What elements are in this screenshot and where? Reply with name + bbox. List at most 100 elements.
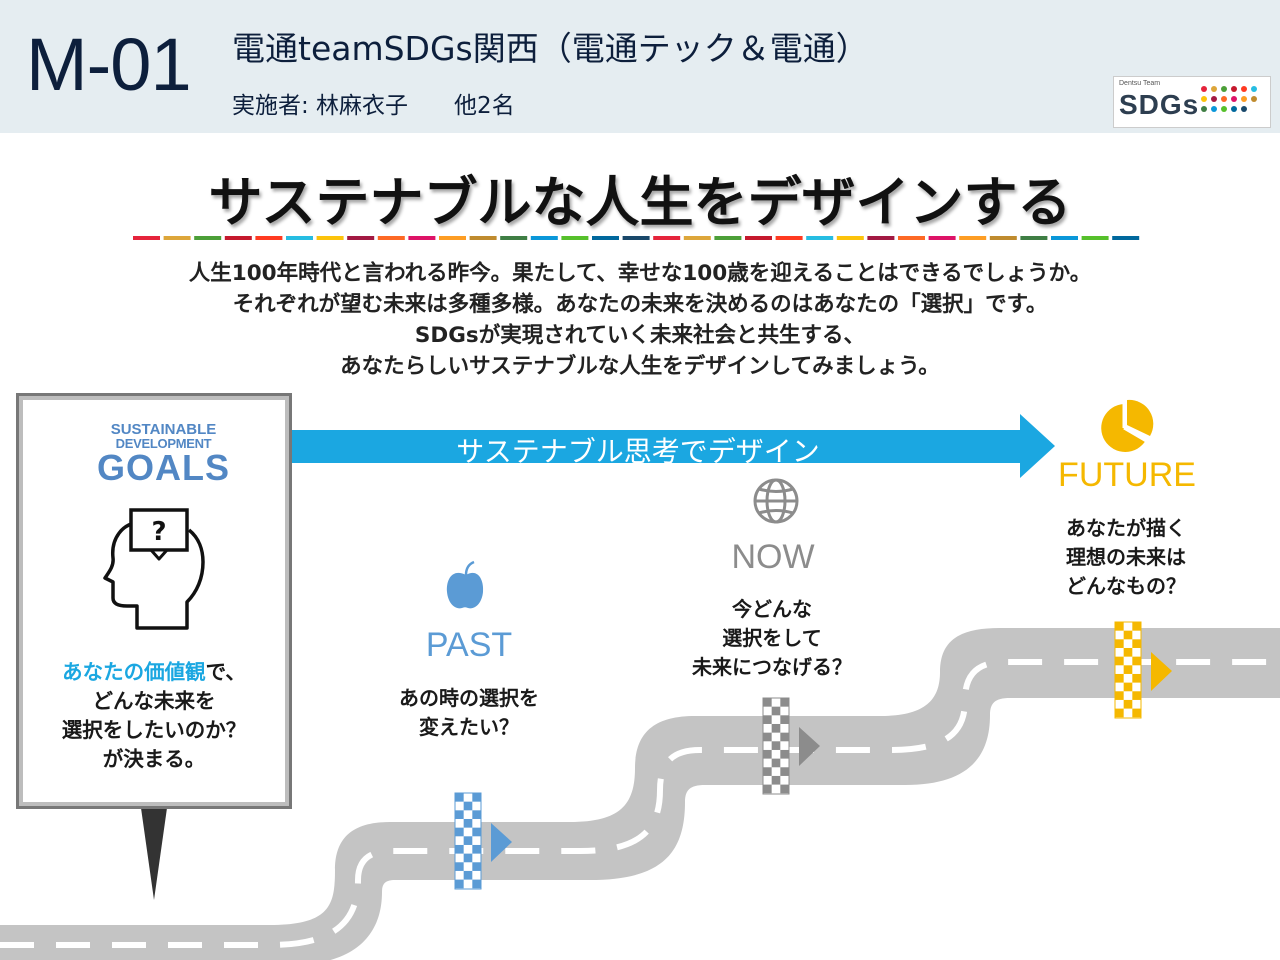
- divider-segment: [836, 236, 864, 240]
- signboard-text-1: で、: [205, 660, 246, 684]
- flag-checker-square: [1123, 630, 1133, 640]
- flag-checker-square: [771, 775, 781, 785]
- past-label: PAST: [425, 626, 513, 664]
- flag-checker-square: [1115, 639, 1124, 648]
- flag-checker-square: [1123, 647, 1133, 657]
- flag-checker-square: [455, 862, 464, 871]
- past-question-line-2: 変えたい？: [419, 715, 519, 739]
- divider-segment: [561, 236, 589, 240]
- divider-segment: [989, 236, 1017, 240]
- divider-segment: [286, 236, 313, 240]
- divider-segment: [163, 236, 191, 240]
- flag-checker-square: [780, 732, 789, 742]
- flag-checker-square: [1115, 708, 1124, 718]
- page-title: サステナブルな人生をデザインする: [208, 171, 1072, 234]
- flag-checker-square: [780, 698, 789, 707]
- apple-icon: [446, 560, 484, 609]
- past-question: あの時の選択を 変えたい？: [369, 684, 569, 742]
- flag-checker-square: [780, 784, 789, 794]
- signboard-text-4: が決まる。: [102, 747, 206, 771]
- flag-checker-square: [472, 879, 481, 889]
- past-question-line-1: あの時の選択を: [399, 686, 539, 710]
- design-arrow: [240, 414, 1055, 478]
- flag-checker-square: [1132, 622, 1141, 631]
- divider-segment: [255, 236, 283, 240]
- flag-checker-square: [1132, 708, 1141, 718]
- sdgs-dots-icon: [1201, 86, 1257, 112]
- divider-segment: [500, 236, 528, 240]
- flag-checker-square: [455, 844, 464, 854]
- signpost-pole: [141, 808, 167, 900]
- divider-segment: [316, 236, 344, 240]
- globe-icon: [753, 478, 799, 524]
- divider-segment: [775, 236, 803, 240]
- future-label: FUTURE: [1058, 456, 1196, 494]
- description-line-3: SDGsが実現されていく未来社会と共生する、: [414, 323, 866, 348]
- flag-checker-square: [463, 818, 473, 828]
- future-question-line-3: どんなもの？: [1066, 574, 1186, 598]
- goals-logo-line-1: SUSTAINABLE: [110, 421, 217, 438]
- description-line-4: あなたらしいサステナブルな人生をデザインしてみましょう。: [340, 354, 940, 379]
- flag-checker-square: [463, 870, 473, 880]
- flag-checker-square: [1132, 673, 1141, 683]
- road: [0, 628, 1280, 960]
- flag-checker-square: [1115, 691, 1124, 700]
- flag-checker-square: [472, 793, 481, 802]
- divider-segment: [133, 236, 160, 240]
- divider-segment: [408, 236, 436, 240]
- signboard-highlight: あなたの価値観: [62, 660, 206, 684]
- divider-segment: [1112, 236, 1140, 240]
- flag-checker-square: [1132, 656, 1141, 666]
- flag-checker-square: [1123, 665, 1133, 674]
- now-flag: [762, 697, 820, 795]
- logo-small-text: Dentsu Team: [1119, 80, 1161, 87]
- future-question: あなたが描く 理想の未来は どんなもの？: [1026, 514, 1226, 601]
- description-line-2: それぞれが望む未来は多種多様。あなたの未来を決めるのはあなたの「選択」です。: [232, 292, 1048, 317]
- session-code: M-01: [26, 23, 192, 106]
- header-bar: M-01 電通teamSDGs関西（電通テック＆電通） 実施者: 林麻衣子 他2…: [0, 0, 1280, 133]
- flag-checker-square: [1115, 673, 1124, 683]
- flag-checker-square: [1115, 622, 1124, 631]
- divider-segment: [683, 236, 711, 240]
- flag-checker-square: [1132, 691, 1141, 700]
- signboard-text: あなたの価値観で、 どんな未来を 選択をしたいのか？ が決まる。: [19, 658, 289, 774]
- future-question-line-2: 理想の未来は: [1066, 545, 1186, 569]
- now-question-line-1: 今どんな: [732, 597, 812, 621]
- flag-checker-square: [771, 741, 781, 750]
- arrow-label: サステナブル思考でデザイン: [456, 435, 820, 468]
- flag-checker-square: [763, 784, 772, 794]
- now-question: 今どんな 選択をして 未来につなげる？: [672, 595, 872, 682]
- divider-segment: [928, 236, 956, 240]
- divider-segment: [1081, 236, 1109, 240]
- team-name: 電通teamSDGs関西（電通テック＆電通）: [232, 29, 869, 68]
- goals-logo-line-3: GOALS: [97, 447, 231, 488]
- signboard-text-3: 選択をしたいのか？: [61, 718, 247, 742]
- divider-segment: [959, 236, 987, 240]
- sdg-goals-logo: SUSTAINABLE DEVELOPMENT GOALS: [97, 421, 231, 488]
- flag-checker-square: [455, 827, 464, 837]
- head-question-icon: ?: [103, 508, 205, 630]
- future-question-line-1: あなたが描く: [1066, 516, 1186, 540]
- flag-checker-square: [472, 827, 481, 837]
- flag-checker-square: [1123, 682, 1133, 692]
- divider-segment: [898, 236, 925, 240]
- divider-segment: [592, 236, 619, 240]
- divider-segment: [806, 236, 834, 240]
- flag-checker-square: [771, 758, 781, 768]
- logo-main-text: SDGs: [1119, 89, 1200, 120]
- divider-segment: [439, 236, 466, 240]
- divider-segment: [653, 236, 681, 240]
- description: 人生100年時代と言われる昨今。果たして、幸せな100歳を迎えることはできるでし…: [0, 258, 1280, 382]
- divider-segment: [745, 236, 772, 240]
- divider-segment: [622, 236, 650, 240]
- divider-segment: [1051, 236, 1078, 240]
- flag-checker-square: [472, 844, 481, 854]
- flag-checker-square: [1132, 639, 1141, 648]
- signboard-text-2: どんな未来を: [92, 689, 216, 713]
- goals-logo-line-2: DEVELOPMENT: [115, 436, 212, 451]
- now-question-line-3: 未来につなげる？: [692, 655, 852, 679]
- flag-checker-square: [472, 862, 481, 871]
- divider-segment: [377, 236, 405, 240]
- team-sdgs-logo: Dentsu Team SDGs: [1113, 76, 1271, 128]
- flag-checker-square: [455, 810, 464, 819]
